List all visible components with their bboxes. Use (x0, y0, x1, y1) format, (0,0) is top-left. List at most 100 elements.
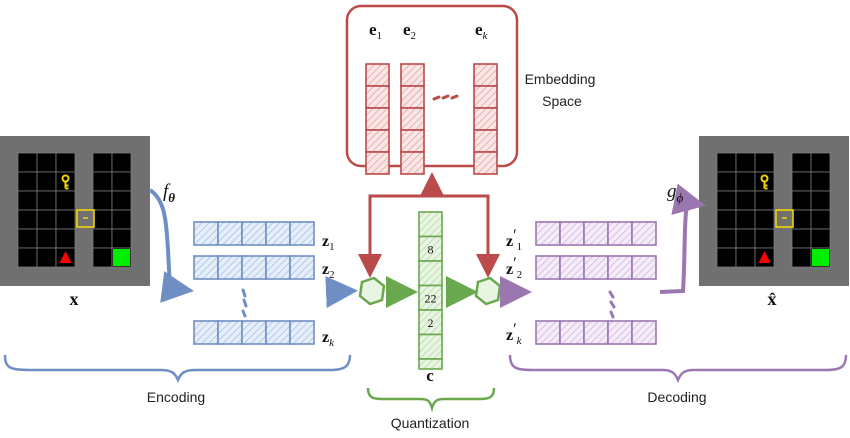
latent-cell (535, 221, 561, 246)
grid-cell (791, 171, 812, 192)
embedding-cell (365, 63, 390, 87)
key-icon (760, 174, 769, 190)
quantize-node-left (358, 276, 386, 306)
code-cell (418, 333, 443, 360)
embedding-dots (432, 94, 459, 101)
latent-cell (241, 320, 267, 345)
latent-cell (559, 320, 585, 345)
quantization-bracket (366, 387, 496, 413)
grid-cell (735, 171, 756, 192)
embedding-vector (400, 63, 425, 175)
grid-cell (735, 209, 756, 230)
embedding-cell (473, 85, 498, 109)
embedding-space-label-2: Space (542, 93, 582, 109)
code-cell (418, 358, 443, 370)
goal-icon (812, 249, 829, 266)
code-value: 8 (428, 243, 434, 257)
grid-cell (716, 228, 737, 249)
decoder-latent-row (535, 255, 657, 280)
embedding-vector (473, 63, 498, 175)
code-value: 2 (428, 316, 434, 330)
latent-cell (631, 255, 657, 280)
embedding-cell (365, 107, 390, 131)
encoder-to-quantizer-arrow (325, 276, 358, 308)
latent-cell (289, 221, 315, 246)
grid-cell (17, 209, 38, 230)
embedding-cell (365, 129, 390, 153)
agent-icon (59, 251, 72, 263)
embedding-vectors (365, 63, 498, 175)
encoder-function-label: fθ (163, 181, 175, 205)
grid-cell (716, 209, 737, 230)
latent-cell (289, 320, 315, 345)
latent-cell (193, 255, 219, 280)
grid-cell (754, 190, 775, 211)
embedding-cell (473, 107, 498, 131)
decoder-function-label: gϕ (667, 181, 684, 205)
grid-cell (36, 171, 57, 192)
quantize-node-right (474, 276, 502, 306)
grid-cell (92, 228, 113, 249)
latent-cell (631, 221, 657, 246)
latent-cell (583, 255, 609, 280)
grid-cell (791, 228, 812, 249)
grid-cell (716, 247, 737, 268)
output-grid-world (699, 136, 849, 286)
latent-cell (217, 255, 243, 280)
grid-cell (55, 228, 76, 249)
embedding-cell (400, 63, 425, 87)
latent-cell (265, 255, 291, 280)
grid-cell (92, 209, 113, 230)
latent-cell (583, 320, 609, 345)
quantized-label-k: z′k (506, 321, 523, 347)
grid-cell (36, 190, 57, 211)
grid-cell (17, 247, 38, 268)
latent-cell (193, 320, 219, 345)
latent-cell (193, 221, 219, 246)
grid-cell (36, 247, 57, 268)
grid-cell (791, 152, 812, 173)
grid-cell (716, 152, 737, 173)
grid-cell (92, 190, 113, 211)
encoder-latent-labels: z1 z2 zk (322, 233, 335, 349)
decoder-latent-labels: z′1 z′2 z′k (506, 227, 523, 347)
embedding-cell (473, 63, 498, 87)
grid-cell (810, 171, 831, 192)
quantized-label-1: z′1 (506, 227, 522, 253)
encoder-arrow (148, 188, 194, 303)
grid-cell (36, 209, 57, 230)
latent-cell (631, 320, 657, 345)
embedding-label-1: e1 (369, 20, 382, 42)
grid-cell (55, 152, 76, 173)
grid-cell (735, 247, 756, 268)
latent-cell (559, 221, 585, 246)
embedding-cell (365, 151, 390, 175)
encoding-label: Encoding (147, 389, 205, 405)
decoder-latent-row (535, 221, 657, 246)
embedding-cell (400, 151, 425, 175)
grid-cell (754, 152, 775, 173)
embedding-cell (400, 107, 425, 131)
latent-cell (535, 320, 561, 345)
input-label: x (70, 289, 79, 309)
decoder-latent-rows (535, 221, 657, 345)
grid-cell (111, 228, 132, 249)
latent-label-k: zk (322, 329, 335, 349)
grid-cell (735, 190, 756, 211)
grid-cell (754, 209, 775, 230)
embedding-space-label: Embedding (525, 71, 596, 87)
latent-label-2: z2 (322, 261, 335, 281)
latent-cell (265, 320, 291, 345)
grid-cell (92, 152, 113, 173)
decoding-bracket (508, 354, 848, 384)
embedding-cell (400, 129, 425, 153)
embedding-cell (400, 85, 425, 109)
encoder-latent-rows (193, 221, 315, 345)
grid-cell (92, 247, 113, 268)
latent-cell (217, 221, 243, 246)
grid-cell (17, 152, 38, 173)
grid-cell (17, 228, 38, 249)
latent-cell (535, 255, 561, 280)
